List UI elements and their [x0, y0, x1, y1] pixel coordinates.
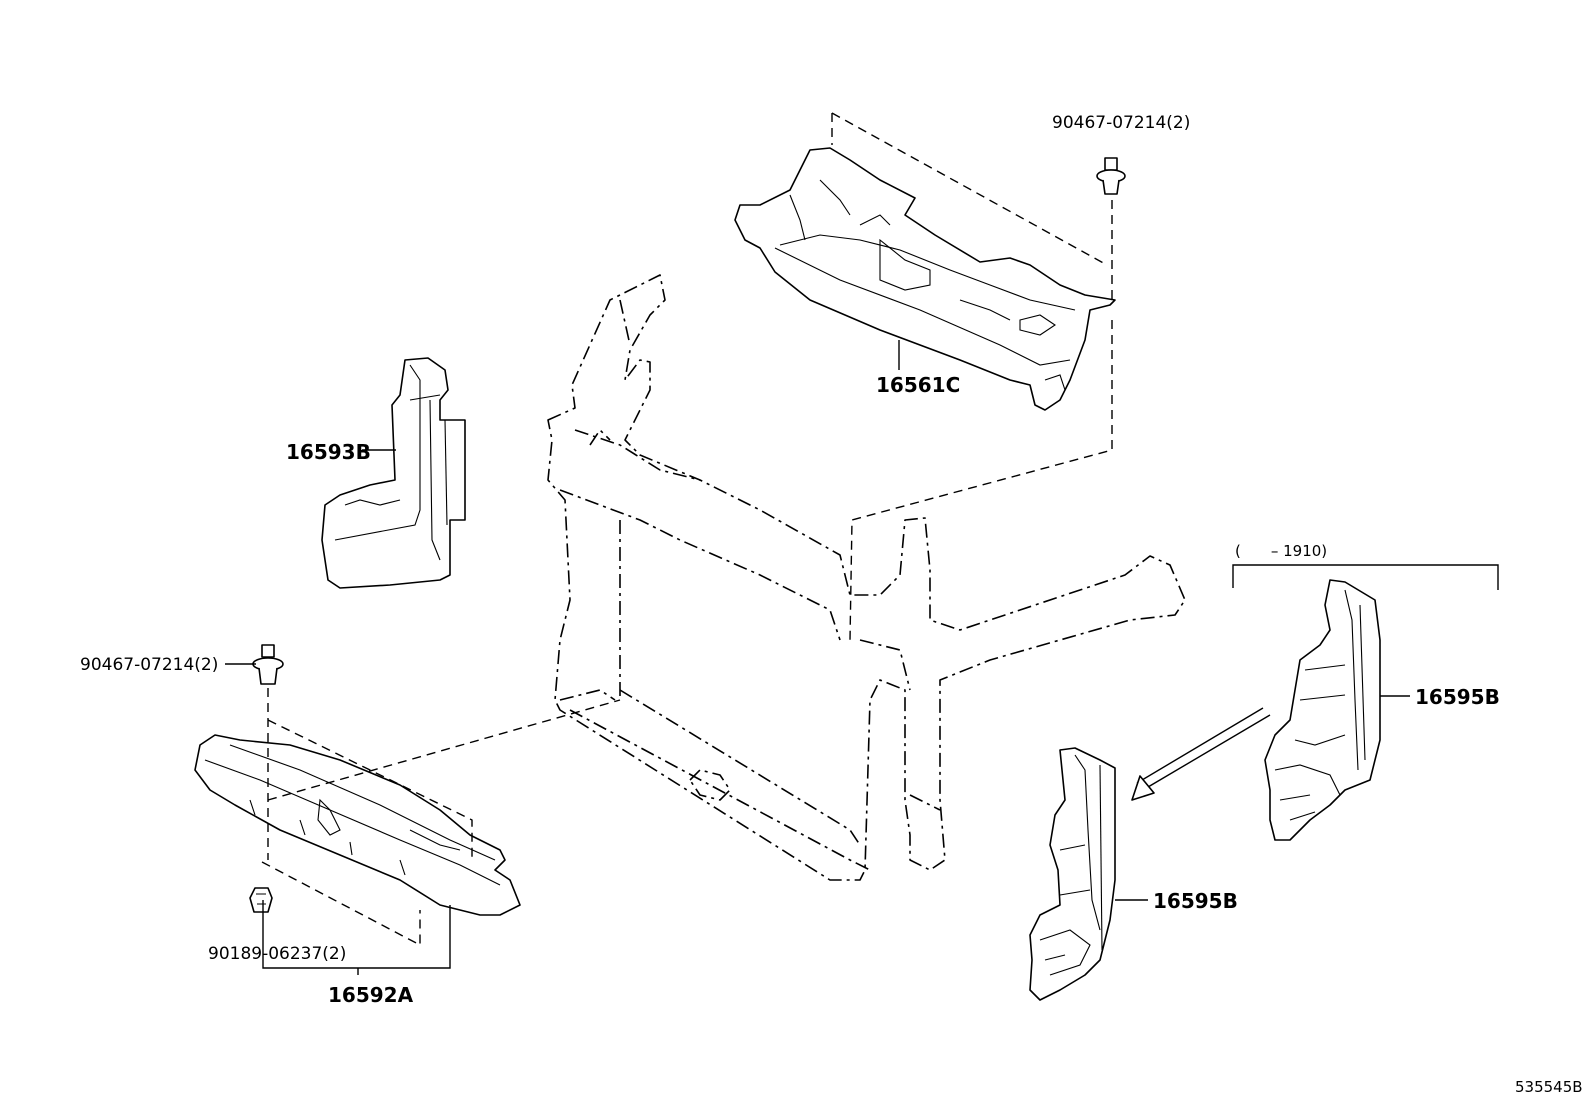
side-air-guide-16595b-right [1264, 579, 1381, 841]
reference-code: 535545B [1515, 1078, 1583, 1096]
part-label-clip-bottom: 90189-06237(2) [208, 944, 346, 964]
leader-lines [225, 340, 1499, 975]
date-range-note: ( – 1910) [1235, 542, 1327, 560]
part-label-upper-guide: 16561C [876, 373, 960, 397]
part-label-side-guide-lower: 16595B [1153, 889, 1238, 913]
side-air-guide-16595b-lower [1029, 747, 1116, 1001]
radiator-support-outline [547, 274, 1186, 881]
upper-air-guide-16561c [734, 147, 1116, 411]
lower-air-guide-16592a [194, 734, 521, 916]
part-label-side-guide-right: 16595B [1415, 685, 1500, 709]
clip-icon [1096, 157, 1126, 195]
part-label-clip-top: 90467-07214(2) [1052, 113, 1190, 133]
clip-icon [252, 644, 284, 685]
direction-arrow [1131, 707, 1271, 801]
side-air-guide-16593b [321, 357, 466, 589]
assembly-lines [261, 112, 1113, 947]
clip-icon [249, 887, 273, 913]
part-label-lower-guide: 16592A [328, 983, 414, 1007]
part-label-clip-left: 90467-07214(2) [80, 655, 218, 675]
part-label-side-guide-left: 16593B [286, 440, 371, 464]
